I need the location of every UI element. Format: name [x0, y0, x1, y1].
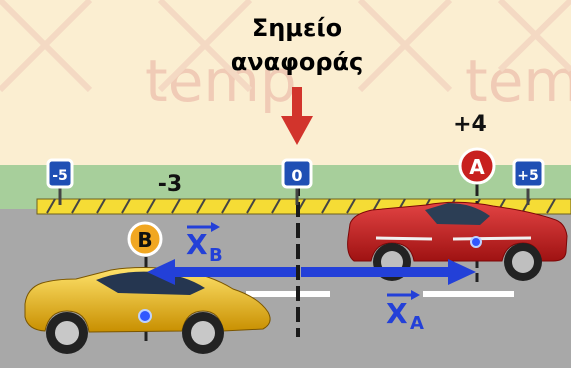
- position-a-value: +4: [453, 112, 487, 137]
- watermark-text: temp: [465, 47, 571, 115]
- xa-letter: X: [386, 297, 408, 330]
- position-b-value: -3: [158, 172, 182, 197]
- reference-label-line2: αναφοράς: [230, 48, 364, 76]
- xb-letter: X: [186, 228, 208, 261]
- reference-label-line1: Σημείο: [251, 14, 343, 42]
- vector-xa: [301, 259, 476, 285]
- point-a: A: [458, 147, 496, 282]
- xa-subscript: A: [410, 313, 424, 334]
- point-a-label: A: [469, 155, 485, 179]
- yellow-car: [24, 267, 271, 354]
- xa-label: X A: [386, 290, 424, 334]
- point-b-label: B: [137, 228, 152, 252]
- marker-label: 0: [291, 166, 302, 185]
- marker-plus5: +5: [512, 158, 545, 205]
- marker-label: -5: [52, 168, 68, 184]
- xb-label: X B: [186, 222, 223, 266]
- reference-arrow: [281, 87, 313, 145]
- marker-zero: 0: [281, 158, 313, 205]
- marker-label: +5: [517, 168, 538, 184]
- marker-minus5: -5: [46, 158, 74, 205]
- vector-xb: [147, 259, 296, 285]
- red-car: [347, 201, 568, 281]
- lane-mark: [246, 291, 330, 297]
- lane-mark: [423, 291, 514, 297]
- xb-subscript: B: [209, 245, 223, 266]
